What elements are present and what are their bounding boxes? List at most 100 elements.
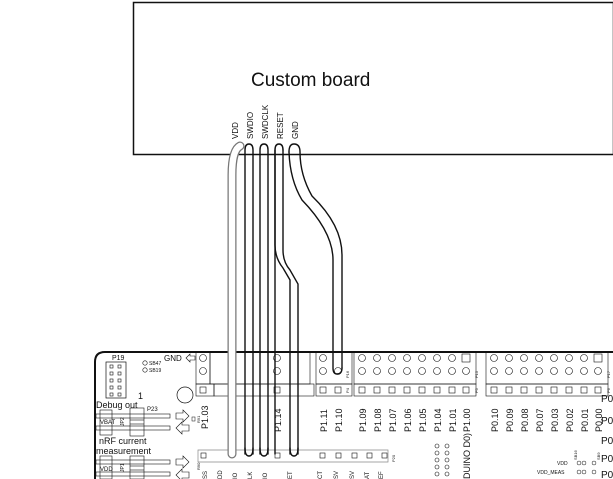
- debug-pin-label: IO: [233, 472, 239, 479]
- custom-board: Custom board VDD SWDIO SWDCLK RESET GND: [132, 1, 613, 156]
- wire-loop-bottom: [244, 447, 254, 457]
- arrow-left-icon: [175, 468, 190, 479]
- header-block-left: [195, 351, 211, 385]
- pin-label-gnd: GND: [291, 121, 300, 139]
- p1-10-label: P1.10: [334, 408, 344, 432]
- debug-pin-label: LK: [248, 472, 254, 479]
- sb-pads-right: [576, 460, 597, 475]
- debug-pin-label: ET: [288, 471, 294, 479]
- wire-vdd-fill: [228, 142, 244, 458]
- p1-14-label: P1.14: [273, 408, 283, 432]
- wire-loop-bottom: [289, 447, 299, 457]
- vdd-label: VDD: [557, 461, 568, 467]
- p0-right-labels: P0 P0 P0 P0 P0: [601, 394, 613, 479]
- sb47-label: SB47: [149, 361, 161, 367]
- header-p5-block: [353, 383, 477, 397]
- debug-pin-label: DD: [218, 470, 224, 479]
- pad: [273, 367, 281, 375]
- p19-label: P19: [112, 355, 125, 362]
- debug-pin-labels: SS DD IO LK IO ET CT SV SV AT EF: [203, 470, 385, 479]
- p1-05-label: P1.05: [418, 408, 428, 432]
- p0-right-label: P0: [601, 436, 613, 447]
- dk-board-outline: [94, 351, 613, 479]
- wire-swdio: [244, 143, 254, 455]
- pad: [273, 354, 281, 362]
- p1-04-label: P1.04: [433, 408, 443, 432]
- arrow-left-icon: [175, 421, 190, 435]
- round-component: [176, 386, 194, 404]
- arrow-right-icon: [175, 409, 190, 423]
- arrow-right-icon: [175, 455, 190, 469]
- p1-mid-labels: P1.09 P1.08 P1.07 P1.06 P1.05 P1.04 P1.0…: [358, 408, 472, 432]
- wire-swdclk: [259, 143, 269, 455]
- p19-pin1-label: 1: [138, 391, 143, 401]
- p1-pads-top: [358, 353, 471, 375]
- sb9-label: SB9: [596, 452, 601, 460]
- p1-square-pads: [358, 386, 470, 394]
- via-holes: [434, 443, 450, 477]
- debug-pin-label: SV: [334, 471, 340, 479]
- pin-label-swdio: SWDIO: [246, 112, 255, 139]
- sb19-label: SB19: [149, 368, 161, 374]
- p5-label: P5: [474, 387, 479, 393]
- wire-loop-bottom: [259, 447, 269, 457]
- custom-board-title: Custom board: [251, 70, 370, 91]
- p0-right-label: P0: [601, 394, 613, 405]
- wire-reset-a: [274, 143, 299, 455]
- dk-board: P19 1 SB47 SB19 GND Debug out P23: [94, 351, 613, 479]
- p0-00-label: P0.00: [594, 408, 604, 432]
- nrf-current-label: nRF current: [99, 436, 147, 446]
- debug-pin-label: SV: [350, 471, 356, 479]
- r90-label: R90: [196, 462, 201, 470]
- p1-07-label: P1.07: [388, 408, 398, 432]
- p0-pads-top: [490, 353, 603, 375]
- p0-09-label: P0.09: [505, 408, 515, 432]
- p0-03-label: P0.03: [550, 408, 560, 432]
- p0-07-label: P0.07: [535, 408, 545, 432]
- sb16-label: SB16: [573, 449, 578, 460]
- square-pad: [319, 386, 327, 394]
- pin-label-vdd: VDD: [231, 122, 240, 139]
- wire-gnd-inner: [288, 151, 343, 375]
- p0-10-label: P0.10: [490, 408, 500, 432]
- p1-11-label: P1.11: [319, 409, 329, 432]
- p0-square-pads: [490, 386, 602, 394]
- arduino-label: DUINO D0): [462, 433, 472, 479]
- header-p17-block: [485, 351, 609, 385]
- r91-label: R91: [196, 415, 201, 423]
- header-p4-block: [315, 383, 353, 397]
- square-pad: [199, 386, 207, 394]
- wire-reset-inner: [274, 149, 291, 455]
- p0-08-label: P0.08: [520, 408, 530, 432]
- p1-06-label: P1.06: [403, 408, 413, 432]
- gnd-arrow-icon: [185, 353, 196, 363]
- square-pad: [273, 386, 281, 394]
- p0-right-label: P0: [601, 454, 613, 465]
- p0-right-label: P0: [601, 416, 613, 427]
- header-p6-block: [485, 383, 609, 397]
- p0-02-label: P0.02: [565, 408, 575, 432]
- p1-00-label: P1.00: [462, 408, 472, 432]
- p1-03-label: P1.03: [200, 405, 210, 429]
- debug-out-label: Debug out: [96, 400, 138, 410]
- wires: [227, 141, 343, 459]
- p23-jumper: [95, 407, 171, 437]
- vdd-meas-label: VDD_MEAS: [537, 470, 565, 476]
- debug-connector-strip: [197, 449, 389, 463]
- p0-row-labels: P0.10 P0.09 P0.08 P0.07 P0.03 P0.02 P0.0…: [490, 408, 604, 432]
- vbat-label: VBAT: [100, 420, 116, 426]
- r91-pad: [191, 416, 196, 422]
- jp1-label: JP1: [120, 463, 126, 472]
- sb47-pad: [142, 360, 148, 366]
- p17-label: P17: [606, 370, 611, 378]
- jp2-label: JP2: [120, 417, 126, 426]
- pad: [319, 354, 327, 362]
- gnd-label: GND: [164, 354, 182, 363]
- p19-pins: [109, 364, 122, 397]
- p1-01-label: P1.01: [448, 408, 458, 432]
- header-p4-mid-block: [213, 383, 315, 397]
- debug-pin-label: SS: [203, 471, 209, 479]
- square-pad: [334, 386, 342, 394]
- p15-label: P15: [474, 370, 479, 378]
